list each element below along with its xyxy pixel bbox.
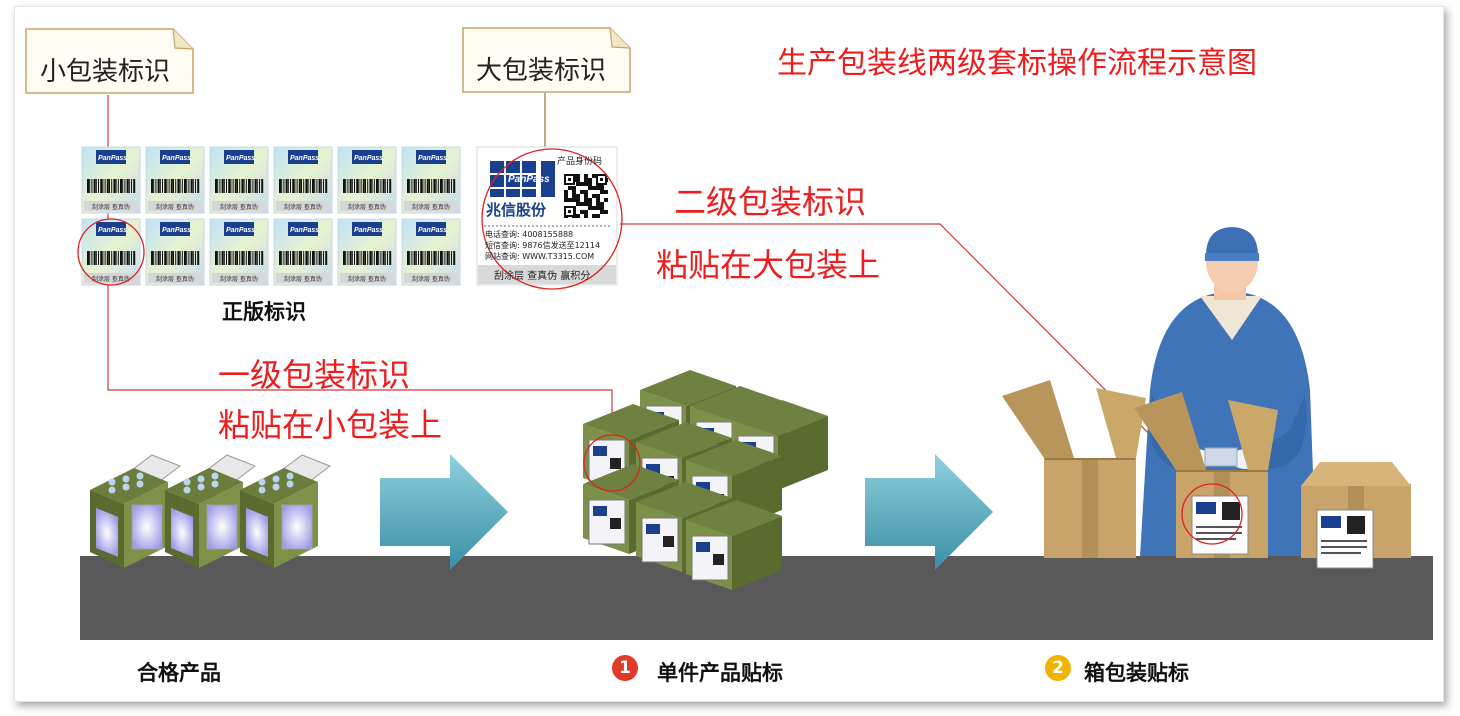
- big-tag-sms: 短信查询: 9876信发送至12114: [485, 241, 601, 250]
- level1-label-line1: 一级包装标识: [218, 356, 411, 394]
- sticker-strip-text: 刮涂层 查真伪: [92, 275, 130, 283]
- small-label-callout: [25, 28, 194, 94]
- sticker-strip-text: 刮涂层 查真伪: [156, 203, 194, 211]
- step1-badge: 1: [612, 655, 638, 681]
- sticker-brand: PanPass: [290, 155, 319, 162]
- qualified-products: [90, 454, 332, 568]
- sticker-strip-text: 刮涂层 查真伪: [284, 203, 322, 211]
- big-tag-phone: 电话查询: 4008155888: [485, 230, 574, 239]
- carton: [1134, 392, 1278, 558]
- shipping-cartons: [1002, 380, 1411, 569]
- panpass-logo-icon: PanPass: [490, 161, 555, 197]
- small-label-callout-text: 小包装标识: [40, 57, 171, 87]
- big-tag-highlight: [481, 148, 623, 290]
- carton: [1301, 484, 1411, 569]
- big-tag-info: 电话查询: 4008155888 短信查询: 9876信发送至12114 网站查…: [485, 229, 600, 262]
- product-box: [240, 454, 332, 568]
- sticker-brand: PanPass: [354, 227, 383, 234]
- sticker-brand: PanPass: [162, 227, 191, 234]
- sticker-brand: PanPass: [226, 155, 255, 162]
- sticker-brand: PanPass: [98, 227, 127, 234]
- small-sticker: PanPass 刮涂层 查真伪: [209, 146, 269, 214]
- small-sticker: PanPass 刮涂层 查真伪: [337, 218, 397, 286]
- sticker-strip-text: 刮涂层 查真伪: [348, 275, 386, 283]
- small-label-sheet: PanPass 刮涂层 查真伪 PanPass 刮涂层 查真伪 PanPass 刮涂层 查…: [81, 146, 461, 286]
- sticker-brand: PanPass: [418, 227, 447, 234]
- sticker-strip-text: 刮涂层 查真伪: [220, 203, 258, 211]
- stage-qualified-label: 合格产品: [137, 661, 221, 685]
- big-tag-web: 网站查询: WWW.T3315.COM: [485, 252, 595, 261]
- small-sticker-highlight: [77, 218, 145, 286]
- small-sticker: PanPass 刮涂层 查真伪: [81, 218, 141, 286]
- carton-label-highlight: [1181, 483, 1243, 545]
- step2-badge: 2: [1045, 655, 1071, 681]
- sheet-caption: 正版标识: [222, 300, 306, 324]
- sticker-brand: PanPass: [418, 155, 447, 162]
- flow-arrow-1: [380, 454, 508, 570]
- sticker-strip-text: 刮涂层 查真伪: [156, 275, 194, 283]
- sticker-brand: PanPass: [290, 227, 319, 234]
- small-sticker: PanPass 刮涂层 查真伪: [337, 146, 397, 214]
- sticker-strip-text: 刮涂层 查真伪: [412, 203, 450, 211]
- sticker-brand: PanPass: [98, 155, 127, 162]
- level1-label-line2: 粘贴在小包装上: [218, 406, 443, 444]
- sticker-strip-text: 刮涂层 查真伪: [284, 275, 322, 283]
- small-sticker: PanPass 刮涂层 查真伪: [273, 146, 333, 214]
- big-label-callout-text: 大包装标识: [476, 56, 607, 86]
- page-title: 生产包装线两级套标操作流程示意图: [777, 46, 1257, 81]
- stage-step1-label: 单件产品贴标: [657, 661, 783, 685]
- big-tag-company: 兆信股份: [486, 201, 547, 219]
- qr-code-icon: [563, 173, 608, 218]
- sticker-strip-text: 刮涂层 查真伪: [92, 203, 130, 211]
- small-sticker: PanPass 刮涂层 查真伪: [209, 218, 269, 286]
- product-box: [165, 454, 257, 568]
- sticker-strip-text: 刮涂层 查真伪: [412, 275, 450, 283]
- sticker-brand: PanPass: [226, 227, 255, 234]
- big-label-callout: [462, 27, 631, 93]
- small-sticker: PanPass 刮涂层 查真伪: [145, 146, 205, 214]
- flow-arrow-2: [865, 454, 993, 570]
- sticker-strip-text: 刮涂层 查真伪: [220, 275, 258, 283]
- big-tag-header: 产品身份码: [557, 157, 603, 167]
- level2-label-line1: 二级包装标识: [674, 183, 867, 221]
- small-sticker: PanPass 刮涂层 查真伪: [145, 218, 205, 286]
- small-sticker: PanPass 刮涂层 查真伪: [401, 218, 461, 286]
- stack-label-highlight: [583, 434, 641, 492]
- level2-label-line2: 粘贴在大包装上: [656, 246, 881, 284]
- sticker-strip-text: 刮涂层 查真伪: [348, 203, 386, 211]
- stack-box: [686, 500, 782, 590]
- stage-step2-label: 箱包装贴标: [1084, 661, 1189, 685]
- big-tag-brand: PanPass: [508, 174, 550, 185]
- small-sticker: PanPass 刮涂层 查真伪: [273, 218, 333, 286]
- big-label-tag: PanPass: [476, 146, 618, 286]
- sticker-brand: PanPass: [162, 155, 191, 162]
- sticker-brand: PanPass: [354, 155, 383, 162]
- product-box: [90, 454, 182, 568]
- small-sticker: PanPass 刮涂层 查真伪: [81, 146, 141, 214]
- carton: [1002, 380, 1146, 558]
- big-tag-footer: 刮涂层 查真伪 赢积分: [494, 271, 591, 282]
- small-sticker: PanPass 刮涂层 查真伪: [401, 146, 461, 214]
- labeled-product-stack: [583, 370, 828, 590]
